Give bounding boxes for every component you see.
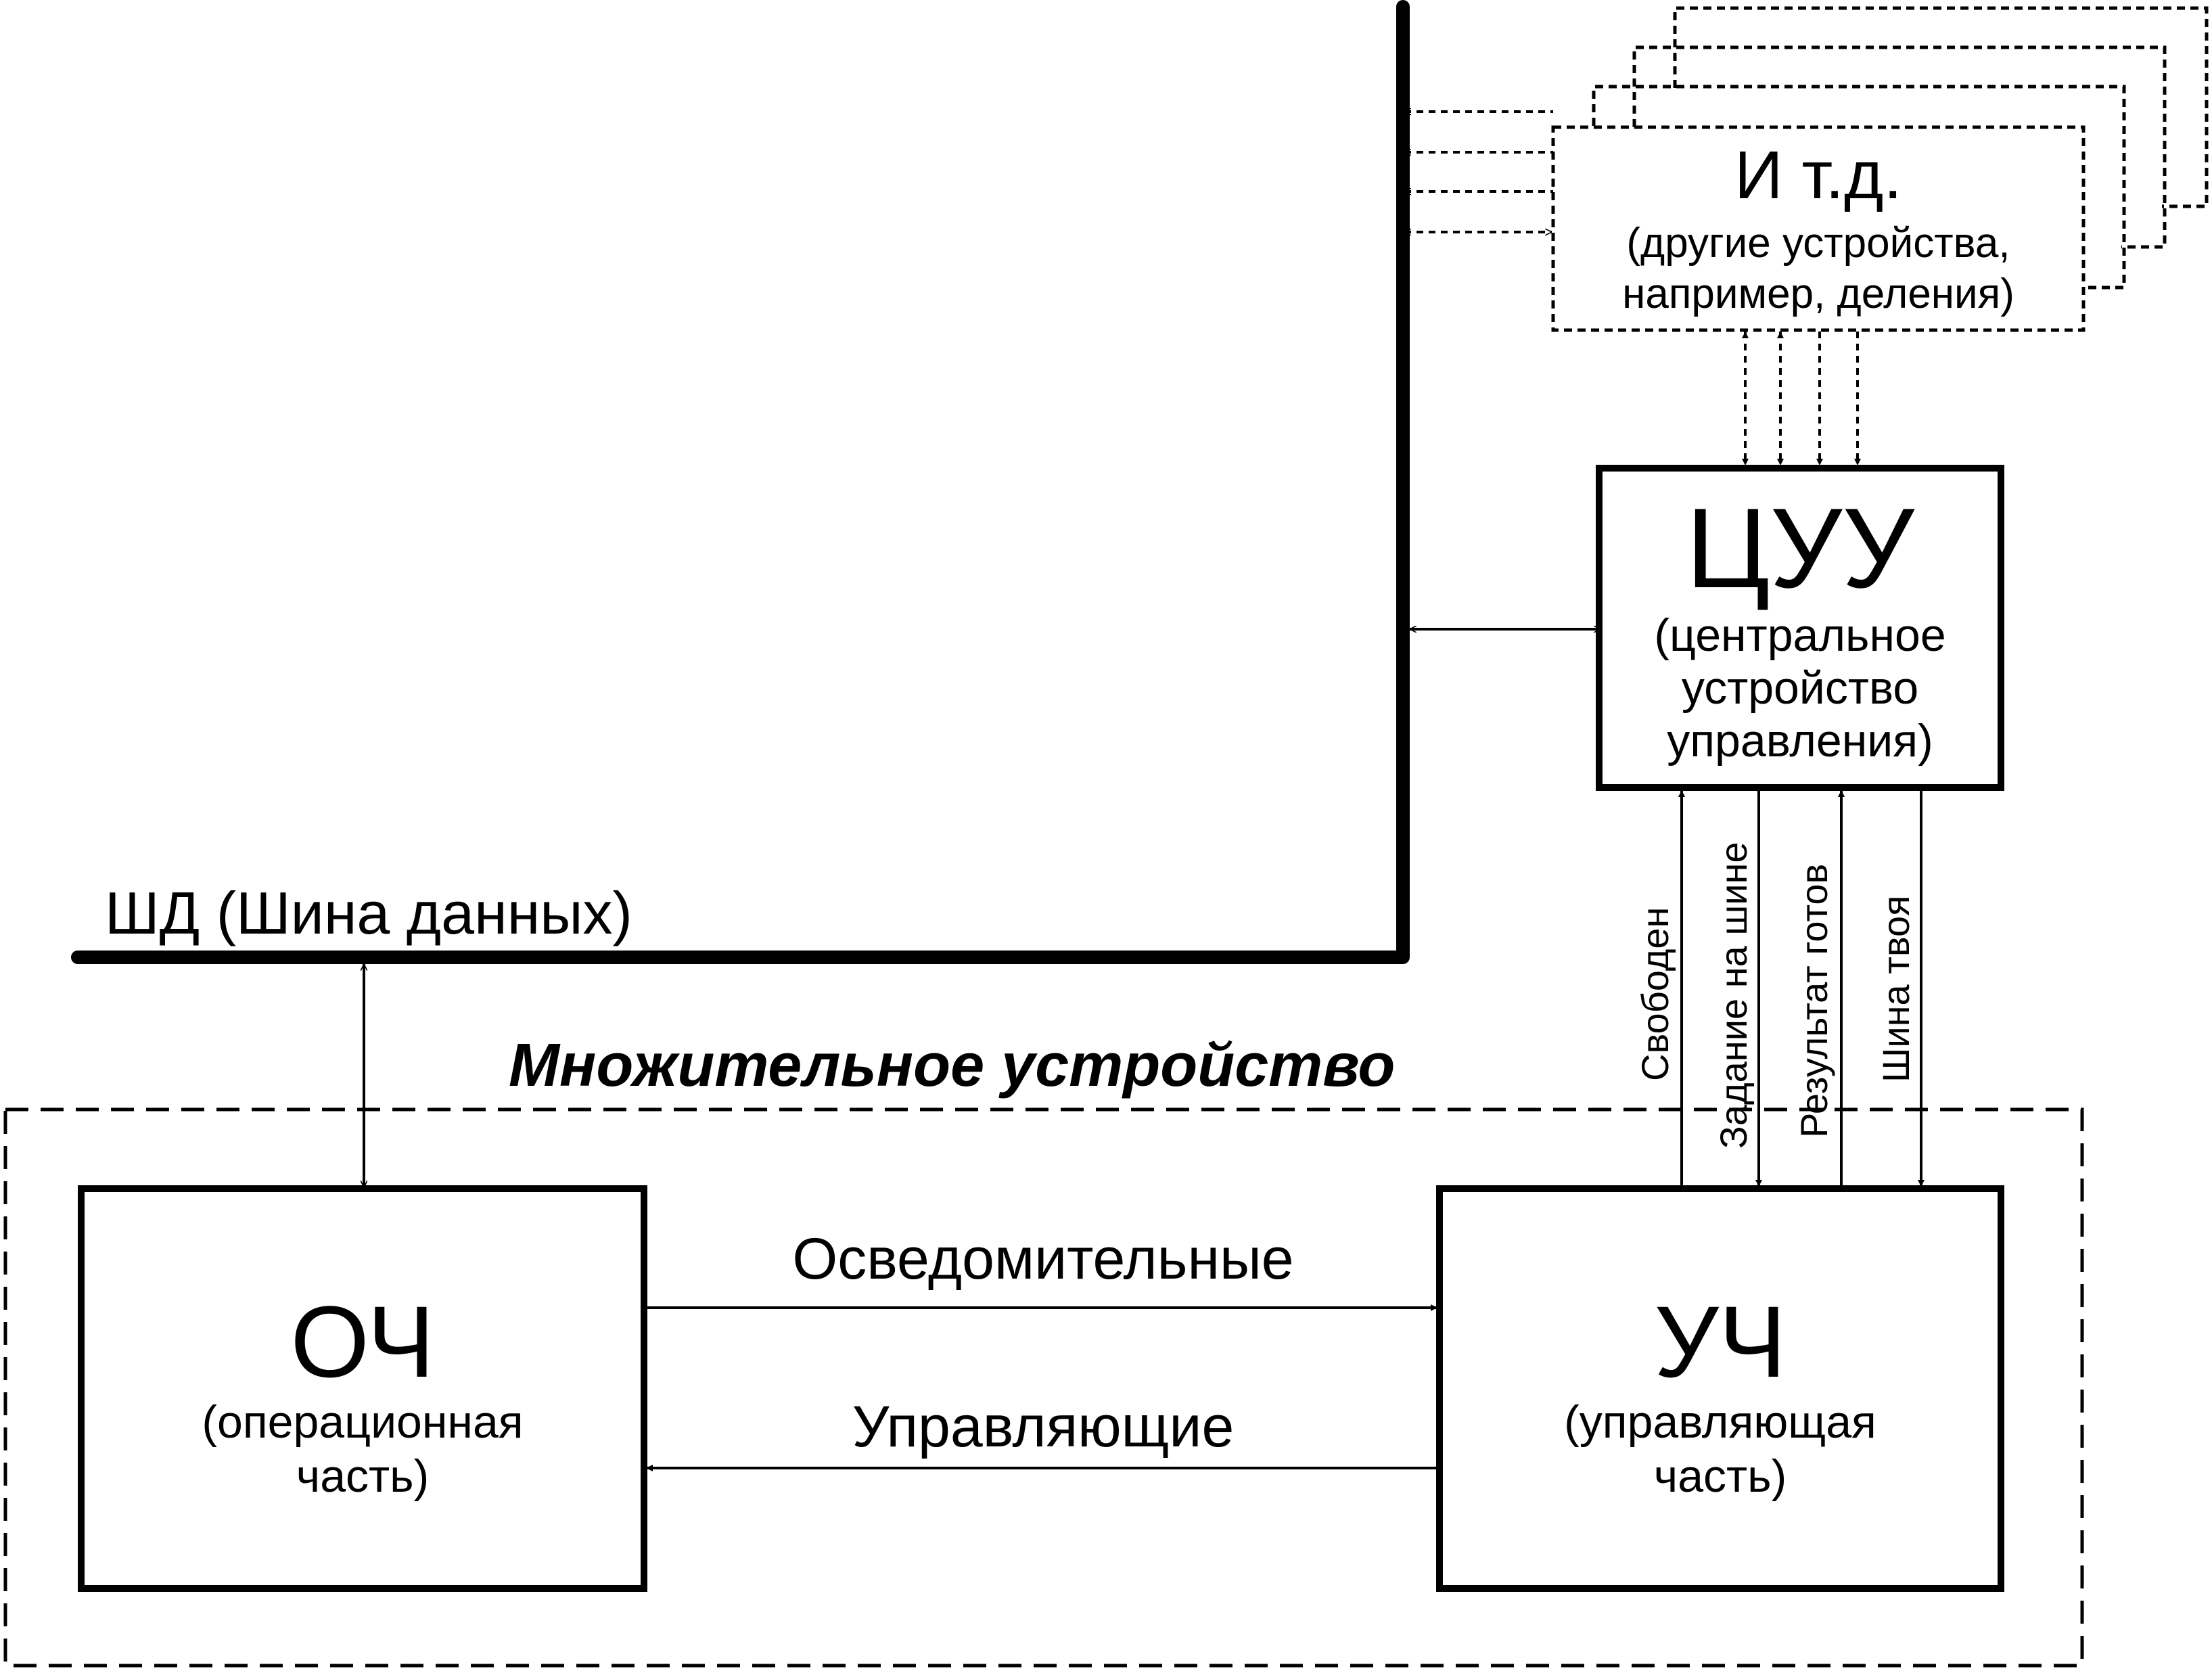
och-abbr: ОЧ <box>290 1285 434 1398</box>
multiplier-title: Множительное устройство <box>509 1032 1395 1099</box>
other-devices-bus-links <box>1404 112 1553 232</box>
uch-abbr: УЧ <box>1654 1285 1786 1398</box>
other-devices-stack <box>1551 6 2209 332</box>
multiplier-device-boundary <box>3 1107 2084 1668</box>
signal-result-label: Результат готов <box>1793 864 1835 1138</box>
cuu-abbr: ЦУУ <box>1686 484 1915 612</box>
other-devices-cuu-links <box>1742 331 1861 465</box>
signal-bus-yours-label: Шина твоя <box>1874 896 1917 1082</box>
cuu-desc-line1: (центральное <box>1654 610 1945 661</box>
cuu-desc-line3: управления) <box>1667 715 1933 766</box>
data-bus-line <box>71 0 1410 964</box>
cuu-box <box>1596 465 2004 791</box>
signal-task-label: Задание на шине <box>1712 842 1755 1149</box>
other-desc-line1: (другие устройства, <box>1626 220 2010 267</box>
cuu-desc-line2: устройство <box>1682 662 1918 714</box>
other-devices-box <box>1551 125 2086 332</box>
uch-desc-line2: часть) <box>1654 1450 1787 1502</box>
och-desc-line2: часть) <box>296 1450 429 1502</box>
och-box <box>78 1185 647 1592</box>
signal-free-label: Свободен <box>1634 907 1676 1081</box>
och-desc-line1: (операционная <box>202 1396 523 1448</box>
other-title: И т.д. <box>1734 137 1902 213</box>
control-label: Управляющие <box>852 1394 1235 1459</box>
cuu-uch-signals <box>1678 790 1925 1187</box>
bus-label: ШД (Шина данных) <box>105 879 632 946</box>
informational-label: Осведомительные <box>792 1227 1293 1291</box>
uch-box <box>1436 1185 2004 1592</box>
other-desc-line2: например, деления) <box>1622 271 2014 317</box>
uch-desc-line1: (управляющая <box>1564 1396 1876 1448</box>
